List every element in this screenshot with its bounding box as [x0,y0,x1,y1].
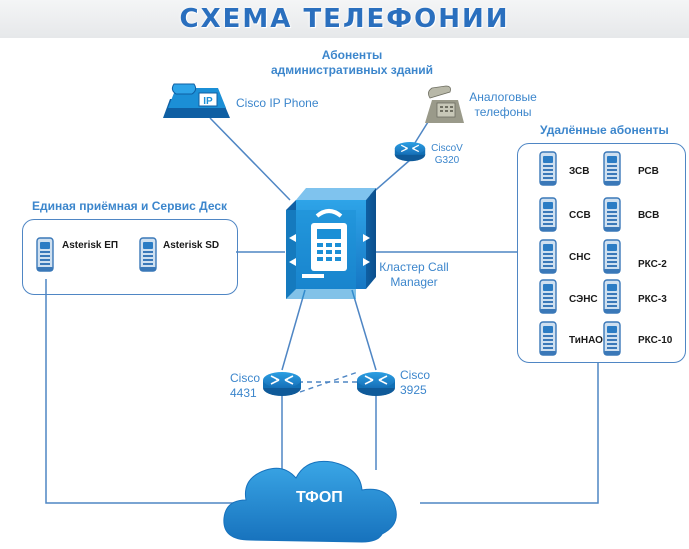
node-label-asterisk-sd: Asterisk SD [163,240,220,251]
title-bar: СХЕМА ТЕЛЕФОНИИ [0,0,689,38]
node-label-rks10: РКС-10 [638,335,673,346]
node-label-rks2: РКС-2 [638,259,667,270]
node-label-tinao: ТиНАО [569,335,603,346]
call-manager-icon [286,188,376,299]
cluster-label: Кластер Call Manager [379,260,449,289]
left-group-title: Единая приёмная и Сервис Деск [32,199,228,213]
link-ipphone-cluster [209,117,291,201]
node-label-asterisk-ep: Asterisk ЕП [62,240,119,251]
gateway-label: CiscoV G320 [431,143,463,166]
ip-phone-label: Cisco IP Phone [236,96,319,110]
node-label-vsv: ВСВ [638,210,660,221]
voice-gateway-icon [394,141,426,162]
right-group-box [517,143,686,363]
node-label-zsv: ЗСВ [569,166,590,177]
ip-phone-screen-text: IP [203,96,213,107]
analog-phone-label: Аналоговые телефоны [469,90,537,119]
node-label-rks3: РКС-3 [638,294,667,305]
node-label-rsv: РСВ [638,166,659,177]
node-label-ssv: ССВ [569,210,591,221]
pstn-label: ТФОП [296,489,343,506]
left-group-box [22,219,238,295]
analog-phone-icon [425,85,464,123]
right-group-title: Удалённые абоненты [540,123,669,137]
admin-group-title: Абоненты административных зданий [270,48,434,77]
link-gateway-cluster [369,159,411,196]
node-label-sens: СЭНС [569,294,598,305]
ip-phone-icon [163,83,230,118]
router-right-label: Cisco 3925 [400,368,431,397]
dashed-link-b [299,371,359,393]
node-label-sns: СНС [569,252,591,263]
link-right-group-pstn [420,363,599,504]
link-analog-gateway [412,121,429,147]
cloud-icon [223,460,397,543]
router-icon-4431 [262,371,302,397]
link-cluster-router-left [281,289,306,371]
connection-lines [45,117,599,504]
link-left-group-pstn [45,279,236,504]
router-icon-3925 [356,371,396,397]
diagram-title: СХЕМА ТЕЛЕФОНИИ [179,4,510,34]
link-cluster-router-right [351,289,377,371]
router-left-label: Cisco 4431 [230,371,261,400]
